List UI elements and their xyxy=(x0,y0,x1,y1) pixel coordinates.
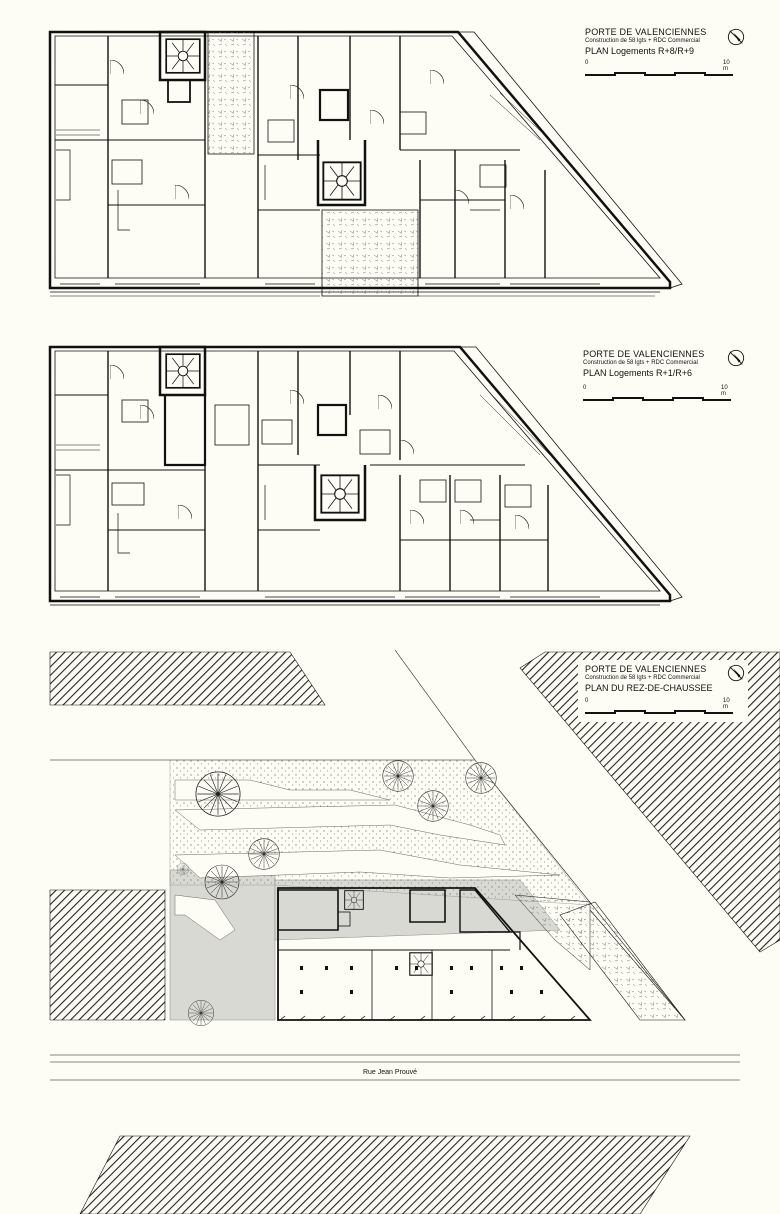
north-arrow-icon xyxy=(727,28,745,46)
scale-end: 10 m xyxy=(723,698,730,710)
scale-bar: 0 10 m xyxy=(583,385,733,407)
project-title: PORTE DE VALENCIENNES xyxy=(585,664,707,674)
floor-plan-drawing xyxy=(48,345,683,606)
plan-label: PLAN Logements R+1/R+6 xyxy=(583,368,693,378)
title-block: PORTE DE VALENCIENNES Construction de 58… xyxy=(585,664,713,693)
scale-start: 0 xyxy=(583,385,587,391)
north-arrow-icon xyxy=(727,664,745,682)
scale-bar: 0 10 m xyxy=(585,698,735,720)
north-arrow-icon xyxy=(727,349,745,367)
plan-label: PLAN DU REZ-DE-CHAUSSEE xyxy=(585,683,713,693)
ground-floor-site-plan: PORTE DE VALENCIENNES Construction de 58… xyxy=(0,640,780,1214)
project-title: PORTE DE VALENCIENNES xyxy=(583,349,705,359)
title-block: PORTE DE VALENCIENNES Construction de 58… xyxy=(583,349,704,378)
scale-end: 10 m xyxy=(721,385,728,397)
plan-label: PLAN Logements R+8/R+9 xyxy=(585,46,695,56)
project-subtitle: Construction de 58 lgts + RDC Commercial xyxy=(583,360,698,366)
floor-plan-drawing xyxy=(48,30,683,297)
scale-bar-graphic xyxy=(585,72,733,76)
scale-bar: 0 10 m xyxy=(585,60,735,82)
scale-start: 0 xyxy=(585,60,589,66)
street-name: Rue Jean Prouvé xyxy=(362,1069,418,1076)
scale-bar-graphic xyxy=(583,397,731,401)
project-title: PORTE DE VALENCIENNES xyxy=(585,27,707,37)
project-subtitle: Construction de 58 lgts + RDC Commercial xyxy=(585,675,700,681)
floor-plan-r1-r6: PORTE DE VALENCIENNES Construction de 58… xyxy=(0,335,780,620)
scale-end: 10 m xyxy=(723,60,730,72)
scale-start: 0 xyxy=(585,698,589,704)
title-block: PORTE DE VALENCIENNES Construction de 58… xyxy=(585,27,706,56)
scale-bar-graphic xyxy=(585,710,733,714)
site-plan-drawing xyxy=(49,649,780,1214)
project-subtitle: Construction de 58 lgts + RDC Commercial xyxy=(585,38,700,44)
floor-plan-r8-r9: PORTE DE VALENCIENNES Construction de 58… xyxy=(0,0,780,320)
